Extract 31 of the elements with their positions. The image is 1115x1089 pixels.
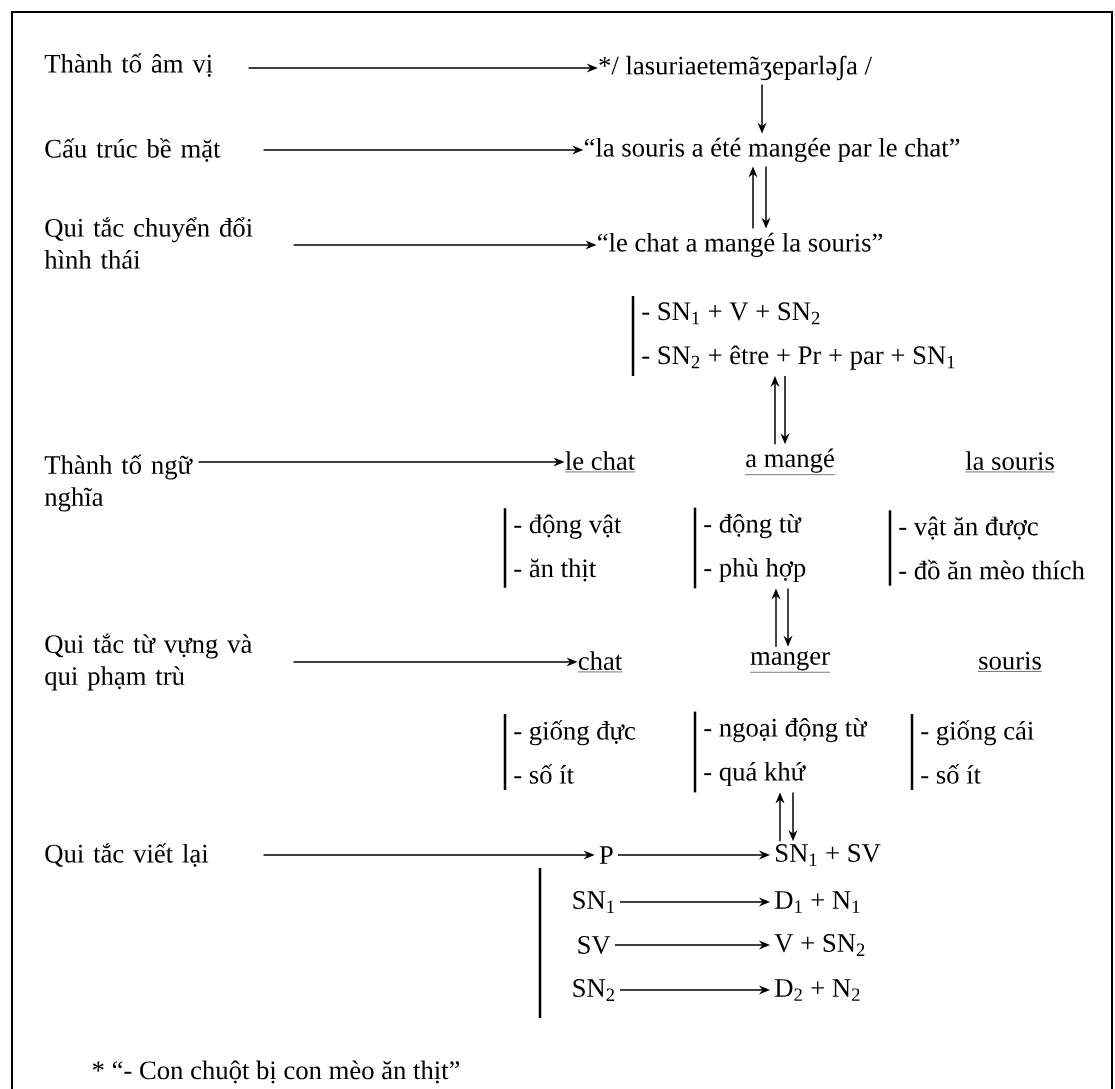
word-label: a mangé <box>744 448 836 475</box>
rule-term: SN$_{1}$ <box>573 891 614 913</box>
word-label: la souris <box>964 451 1056 473</box>
stage-label: Cấu trúc bề mặt <box>45 138 221 162</box>
stage-label: Thành tố ngữ nghĩa <box>44 454 193 512</box>
stage-label: Thành tố âm vị <box>44 53 213 77</box>
feature-list: - vật ăn được - đồ ăn mèo thích <box>888 510 1085 586</box>
feature-list: - ngoại động từ - quá khứ <box>693 711 868 793</box>
rule-term: D$_{1}$ + N$_{1}$ <box>775 891 860 913</box>
phrase-text: */ lasuriaetemãʒeparləʃa / <box>599 55 872 81</box>
feature-list: - giống cái - số ít <box>910 713 1034 791</box>
word-label: souris <box>977 651 1043 672</box>
feature-list: - SN$_{1}$ + V + SN$_{2}$ - SN$_{2}$ + être + Pr + par + SN$_{1}$ <box>631 296 955 376</box>
word-label: chat <box>577 651 623 673</box>
rule-term: SN$_{1}$ + SV <box>776 844 881 866</box>
word-label: manger <box>749 650 831 673</box>
stage-label: Qui tắc từ vựng và qui phạm trù <box>45 633 252 691</box>
rule-term: SV <box>578 936 611 954</box>
feature-list: - giống đực - số ít <box>503 713 636 791</box>
phrase-text: “le chat a mangé la souris” <box>598 232 883 258</box>
rule-term: D$_{2}$ + N$_{2}$ <box>775 979 860 1001</box>
feature-list: - động từ - phù hợp <box>693 507 806 589</box>
rule-term: V + SN$_{2}$ <box>774 934 865 956</box>
word-label: le chat <box>564 451 636 473</box>
stage-label: Qui tắc chuyển đổi hình thái <box>44 217 253 269</box>
rule-term: P <box>599 846 613 864</box>
phrase-text: “la souris a été mangée par le chat” <box>584 137 960 163</box>
footnote: * “- Con chuột bị con mèo ăn thịt” <box>92 1060 460 1084</box>
feature-list: - động vật - ăn thịt <box>503 508 622 588</box>
rule-term: SN$_{2}$ <box>573 979 615 1001</box>
stage-label: Qui tắc viết lại <box>45 843 209 867</box>
